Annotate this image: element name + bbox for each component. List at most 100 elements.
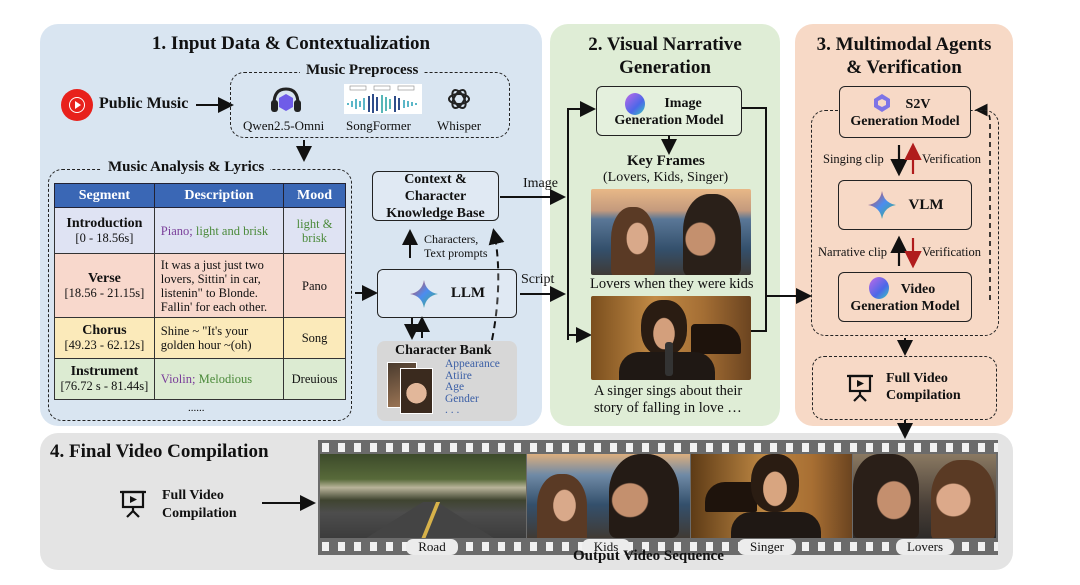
mood-cell: light & brisk bbox=[283, 207, 346, 254]
col-header-segment: Segment bbox=[54, 183, 155, 208]
compilation-label-final: Full Video Compilation bbox=[162, 487, 237, 523]
table-row: Verse[18.56 - 21.15s] It was a just just… bbox=[54, 253, 346, 318]
table-ellipsis: ...... bbox=[188, 402, 205, 414]
character-bank-title: Character Bank bbox=[395, 343, 492, 358]
character-attributes: Appearance Atiire Age Gender . . . bbox=[445, 358, 500, 417]
arrow-charbank-to-kb-dashed bbox=[488, 228, 505, 341]
key-frames-subtitle: (Lovers, Kids, Singer) bbox=[603, 170, 729, 185]
caption-singer-line1: A singer sings about their bbox=[594, 383, 743, 399]
music-analysis-table: Segment Description Mood Introduction[0 … bbox=[54, 183, 346, 400]
music-analysis-title: Music Analysis & Lyrics bbox=[102, 160, 271, 175]
kb-line1: Context & Character bbox=[404, 171, 467, 204]
description-instrument: Piano; bbox=[160, 223, 193, 238]
presentation-play-icon bbox=[845, 373, 875, 403]
table-row: Introduction[0 - 18.56s] Piano; light an… bbox=[54, 207, 346, 254]
film-holes-bottom bbox=[318, 542, 998, 551]
llm-box: LLM bbox=[377, 269, 517, 318]
final-compilation-line2: Compilation bbox=[162, 506, 237, 521]
caption-singer-line2: story of falling in love … bbox=[594, 400, 742, 416]
film-frame-road bbox=[320, 454, 526, 538]
verification-label-top: Verification bbox=[922, 152, 982, 166]
caption-kids: Lovers when they were kids bbox=[590, 276, 754, 292]
description-mood: Melodious bbox=[195, 372, 253, 386]
col-header-description: Description bbox=[153, 183, 285, 208]
table-row: Chorus[49.23 - 62.12s] Shine ~ "It's you… bbox=[54, 317, 346, 359]
video-model-line2: Generation Model bbox=[850, 299, 960, 314]
segment-name: Verse bbox=[87, 270, 121, 286]
s2v-line1: S2V bbox=[905, 97, 931, 112]
output-video-sequence-label: Output Video Sequence bbox=[573, 548, 724, 564]
segment-time: [76.72 s - 81.44s] bbox=[60, 379, 149, 393]
table-row: Instrument[76.72 s - 81.44s] Violin; Mel… bbox=[54, 358, 346, 400]
qwen-label: Qwen2.5-Omni bbox=[243, 118, 325, 133]
mood-cell: Pano bbox=[283, 253, 346, 318]
section-title-agents-line2: & Verification bbox=[846, 57, 962, 78]
music-preprocess-title: Music Preprocess bbox=[300, 63, 425, 78]
description-instrument: Violin; bbox=[160, 372, 196, 386]
film-frame-lovers bbox=[853, 454, 996, 538]
video-gen-logo-icon bbox=[869, 277, 889, 299]
singing-clip-label: Singing clip bbox=[823, 152, 884, 166]
film-frame-kids bbox=[527, 454, 690, 538]
edge-label-script: Script bbox=[521, 272, 555, 287]
section-title-agents: 3. Multimodal Agents & Verification bbox=[795, 33, 1013, 79]
section-title-visual: 2. Visual Narrative Generation bbox=[550, 33, 780, 79]
youtube-music-icon bbox=[61, 89, 93, 121]
compilation-line2: Compilation bbox=[886, 388, 961, 403]
col-header-mood: Mood bbox=[283, 183, 346, 208]
edge-label-image: Image bbox=[523, 176, 558, 191]
section-title-visual-line2: Generation bbox=[619, 57, 711, 78]
segment-name: Instrument bbox=[70, 364, 139, 379]
section-title-input: 1. Input Data & Contextualization bbox=[151, 33, 431, 54]
gemini-sparkle-icon bbox=[867, 191, 896, 219]
compilation-line1: Full Video bbox=[886, 371, 948, 386]
mood-cell: Song bbox=[283, 317, 346, 359]
s2v-generation-model-box: S2V Generation Model bbox=[839, 86, 971, 138]
segment-time: [49.23 - 62.12s] bbox=[64, 338, 145, 352]
frame-tag-lovers: Lovers bbox=[896, 539, 954, 555]
presentation-play-icon bbox=[118, 489, 148, 519]
narrative-clip-label: Narrative clip bbox=[818, 245, 888, 259]
section-title-visual-line1: 2. Visual Narrative bbox=[588, 34, 742, 55]
whisper-label: Whisper bbox=[437, 118, 482, 133]
description-lyrics: Shine ~ "It's your golden hour ~(oh) bbox=[153, 317, 285, 359]
characters-label: Characters, bbox=[424, 232, 479, 246]
vlm-label: VLM bbox=[908, 196, 944, 213]
character-photo-front bbox=[400, 368, 433, 414]
text-prompts-label: Text prompts bbox=[424, 246, 488, 260]
openai-knot-icon bbox=[446, 86, 472, 112]
mood-cell: Dreuious bbox=[283, 358, 346, 400]
video-model-line1: Video bbox=[900, 282, 936, 297]
keyframe-kids-image bbox=[591, 189, 751, 275]
public-music-label: Public Music bbox=[99, 95, 189, 112]
connector-visual-right bbox=[742, 107, 767, 332]
arrow-to-singer-frame bbox=[567, 294, 592, 343]
attribute-gender: Gender bbox=[445, 392, 479, 405]
segment-time: [0 - 18.56s] bbox=[75, 230, 134, 245]
verification-label-bottom: Verification bbox=[922, 245, 982, 259]
gemini-sparkle-icon bbox=[409, 279, 438, 308]
description-mood: light and brisk bbox=[192, 223, 269, 238]
attribute-age: Age bbox=[445, 381, 465, 393]
section-title-agents-line1: 3. Multimodal Agents bbox=[816, 34, 992, 55]
attribute-attire: Atiire bbox=[445, 369, 472, 382]
output-filmstrip: Road Kids Singer Lovers bbox=[318, 440, 998, 555]
s2v-line2: Generation Model bbox=[850, 114, 960, 129]
compilation-label-agents: Full Video Compilation bbox=[886, 370, 961, 404]
keyframe-singer-image bbox=[591, 296, 751, 380]
full-video-compilation-group bbox=[812, 356, 997, 420]
section-title-final: 4. Final Video Compilation bbox=[50, 441, 269, 462]
final-compilation-line1: Full Video bbox=[162, 488, 224, 503]
songformer-label: SongFormer bbox=[346, 118, 411, 133]
segment-name: Chorus bbox=[82, 323, 127, 338]
film-holes-top bbox=[318, 443, 998, 452]
image-model-line2: Generation Model bbox=[614, 113, 724, 128]
film-frame-singer bbox=[691, 454, 852, 538]
qwen-headphones-icon bbox=[269, 86, 303, 114]
image-model-line1: Image bbox=[664, 96, 702, 111]
songformer-waveform-icon bbox=[344, 84, 422, 114]
segment-time: [18.56 - 21.15s] bbox=[64, 285, 145, 300]
